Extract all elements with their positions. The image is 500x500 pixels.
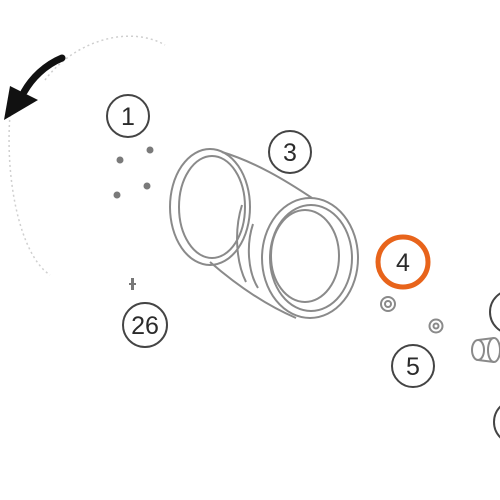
rim-inner-contour (236, 204, 247, 283)
rim-body-bottom-edge (209, 261, 297, 319)
rotation-guide-dashed-arc (8, 35, 166, 276)
callout-3: 3 (268, 130, 312, 174)
callout-4-highlighted: 4 (375, 234, 431, 290)
rotation-direction-arrow-icon (20, 54, 66, 96)
nut-part (380, 296, 396, 312)
callout-1: 1 (106, 94, 150, 138)
screw (116, 156, 124, 164)
rim-inner-contour (247, 223, 259, 289)
screw (143, 182, 151, 190)
arrow-head (4, 86, 38, 120)
screw (113, 191, 121, 199)
rim-front-flange-outer (261, 197, 359, 319)
callout-label: 5 (406, 353, 420, 381)
callout-label: 3 (283, 139, 297, 167)
callout-label: 26 (131, 312, 159, 340)
callout-26: 26 (122, 302, 168, 348)
rim-front-flange-inner (269, 204, 353, 312)
wheel-rim (169, 148, 359, 319)
callout-label: 1 (121, 103, 135, 131)
screw-group (113, 146, 154, 199)
washer-part (428, 318, 444, 334)
small-pin (129, 278, 136, 290)
bushing-part (471, 337, 500, 363)
rim-front-bead (270, 209, 340, 303)
screw (146, 146, 154, 154)
partial-callout-circle (493, 405, 500, 439)
rim-back-flange-outer (169, 148, 251, 266)
callout-5: 5 (391, 344, 435, 388)
callout-label: 4 (396, 249, 410, 277)
rim-body-top-edge (221, 151, 313, 199)
rim-back-flange-inner (178, 155, 246, 259)
partial-callout-circle (489, 292, 500, 332)
